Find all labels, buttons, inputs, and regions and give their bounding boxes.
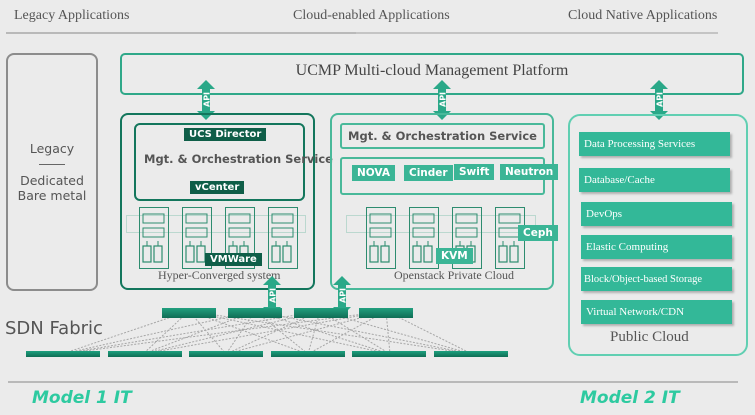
hc-server-rail [126, 215, 306, 233]
header-divider-right [356, 32, 718, 34]
api-arrow-icon: API [650, 80, 668, 120]
leaf-switch [434, 351, 508, 357]
vcenter-tag: vCenter [190, 181, 245, 194]
service-neutron: Neutron [500, 164, 559, 180]
sdn-fabric-label: SDN Fabric [5, 318, 103, 339]
leaf-switch [271, 351, 345, 357]
server-detail-icon [185, 213, 208, 263]
server-icon [182, 207, 212, 269]
public-cloud-item: Virtual Network/CDN [581, 300, 732, 324]
hc-mgt-orchestration-box: UCS Director Mgt. & Orchestration Servic… [134, 123, 333, 201]
ucs-director-tag: UCS Director [184, 128, 267, 141]
ucmp-platform-box: UCMP Multi-cloud Management Platform [120, 53, 744, 95]
api-label: API [439, 92, 448, 107]
public-cloud-item: DevOps [581, 202, 732, 226]
legacy-subtitle-line2: Bare metal [17, 188, 87, 204]
model-2-it-label: Model 2 IT [580, 388, 680, 408]
spine-switch [294, 308, 348, 318]
leaf-switch [352, 351, 426, 357]
hyper-converged-caption: Hyper-Converged system [158, 268, 281, 282]
leaf-switch [26, 351, 100, 357]
public-cloud-box: Data Processing Services Database/Cache … [568, 114, 748, 356]
server-detail-icon [369, 213, 392, 263]
header-legacy-applications: Legacy Applications [14, 8, 130, 23]
header-cloud-native-applications: Cloud Native Applications [568, 8, 718, 23]
api-arrow-icon: API [263, 276, 281, 316]
leaf-switch [108, 351, 182, 357]
server-detail-icon [142, 213, 165, 263]
api-label: API [339, 288, 348, 303]
spine-switch [162, 308, 216, 318]
public-cloud-caption: Public Cloud [610, 329, 689, 345]
hc-mgt-label: Mgt. & Orchestration Service [144, 152, 333, 166]
spine-switch [228, 308, 282, 318]
api-label: API [656, 92, 665, 107]
header-divider [6, 32, 358, 34]
os-mgt-label: Mgt. & Orchestration Service [348, 129, 537, 143]
os-mgt-orchestration-box: Mgt. & Orchestration Service [340, 123, 545, 149]
model-1-it-label: Model 1 IT [32, 388, 132, 408]
openstack-caption: Openstack Private Cloud [394, 268, 514, 282]
spine-switch [359, 308, 413, 318]
leaf-switch [189, 351, 263, 357]
bottom-divider [8, 381, 738, 383]
ceph-tag: Ceph [518, 225, 558, 241]
server-icon [409, 207, 439, 269]
api-arrow-icon: API [333, 276, 351, 316]
server-detail-icon [412, 213, 435, 263]
os-server-rail [346, 215, 536, 233]
server-icon [139, 207, 169, 269]
api-arrow-icon: API [433, 80, 451, 120]
service-cinder: Cinder [404, 165, 453, 181]
public-cloud-item: Data Processing Services [579, 132, 730, 156]
legacy-subtitle-line1: Dedicated [20, 173, 84, 189]
hyper-converged-system-box: UCS Director Mgt. & Orchestration Servic… [120, 113, 333, 290]
server-icon [268, 207, 298, 269]
header-cloud-enabled-applications: Cloud-enabled Applications [293, 8, 450, 23]
public-cloud-item: Elastic Computing [581, 235, 732, 259]
legacy-bare-metal-box: Legacy Dedicated Bare metal [6, 53, 98, 291]
ucmp-title: UCMP Multi-cloud Management Platform [295, 62, 569, 79]
api-label: API [203, 92, 212, 107]
public-cloud-item: Block/Object-based Storage [581, 267, 732, 291]
legacy-separator [39, 163, 65, 166]
public-cloud-item: Database/Cache [579, 168, 730, 192]
service-nova: NOVA [352, 165, 395, 181]
vmware-tag: VMWare [205, 253, 262, 266]
service-swift: Swift [454, 164, 495, 180]
server-icon [366, 207, 396, 269]
api-arrow-icon: API [197, 80, 215, 120]
openstack-services-box: NOVA Cinder Swift Neutron [340, 157, 559, 195]
legacy-title: Legacy [29, 140, 75, 156]
server-detail-icon [271, 213, 294, 263]
kvm-tag: KVM [436, 248, 473, 264]
api-label: API [269, 288, 278, 303]
openstack-private-cloud-box: Mgt. & Orchestration Service NOVA Cinder… [330, 113, 559, 290]
